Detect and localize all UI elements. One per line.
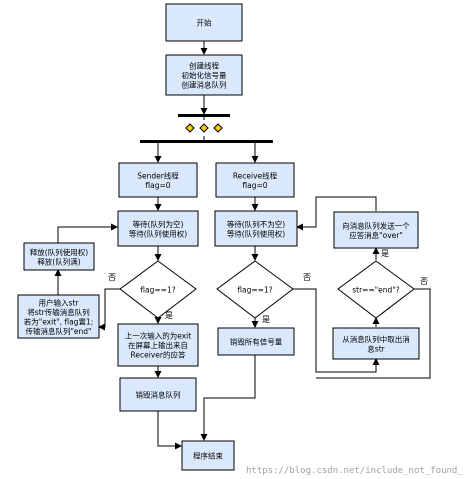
edges [54,41,431,450]
node-line: 传输消息队列"end" [25,326,91,336]
node-start-text: 开始 [197,18,212,28]
node-line: 创建消息队列 [182,80,227,90]
node-take-msg[interactable]: 从消息队列中取出消息str [332,327,420,360]
edge-label-str-no: 否 [420,277,428,286]
edge-str-no-loop [316,288,431,379]
node-line: 销毁所有信号量 [230,337,283,347]
node-line: 等待(队列使用权) [129,228,187,238]
node-line: Sender线程 [137,170,179,180]
sync-dot-3 [213,123,223,133]
edge-label-sender-no: 否 [108,273,116,282]
node-line: 用户输入str [39,297,80,307]
node-sender-cond-text: flag==1? [140,286,175,295]
edge-label-receive-no: 否 [303,273,311,282]
node-create-thread-text: 创建线程初始化信号量创建消息队列 [182,61,227,90]
node-line: 在屏幕上输出来自 [128,340,188,350]
node-line: 从消息队列中取出消 [342,334,410,344]
sync-dot-2 [199,123,209,133]
edge-release-wait [57,223,118,243]
node-send-over[interactable]: 向消息队列发送一个应答消息"over" [333,211,419,249]
node-str-cond[interactable]: str=="end"? [337,260,415,319]
sync-dot-1 [185,123,195,133]
join-bar [178,114,230,117]
node-line: 向消息队列发送一个 [342,220,410,230]
node-end[interactable]: 程序结束 [181,440,235,471]
node-line: 等待(队列使用权) [227,228,285,238]
edge-labels: 否 是 否 是 是 否 [108,249,428,324]
node-receive-cond[interactable]: flag==1? [216,260,294,319]
node-line: Receiver的应答 [131,350,186,360]
node-line: flag=0 [242,181,267,190]
node-receive-destroy-sem[interactable]: 销毁所有信号量 [217,327,295,356]
node-line: flag==1? [237,286,272,295]
edge-destroy-sem-end [200,355,256,441]
node-destroy-queue-text: 销毁消息队列 [136,390,181,400]
node-line: 创建线程 [189,61,219,71]
node-receive-wait[interactable]: 等待(队列不为空)等待(队列使用权) [214,210,298,247]
node-end-text: 程序结束 [193,451,223,461]
node-line: str=="end"? [352,286,400,295]
node-sender-release-text: 释放(队列使用权)释放(队列满) [30,247,88,267]
node-send-over-text: 向消息队列发送一个应答消息"over" [342,220,410,240]
watermark: https://blog.csdn.net/include_not_found_ [246,466,463,476]
node-sender-wait-text: 等待(队列为空)等待(队列使用权) [129,219,187,239]
node-line: 上一次输入的为exit [125,331,192,341]
edge-sender-cond-no [98,288,120,331]
node-create-thread[interactable]: 创建线程初始化信号量创建消息队列 [165,54,243,96]
node-line: Receive线程 [233,170,278,180]
edge-label-receive-yes: 是 [262,315,270,324]
node-receive-wait-text: 等待(队列不为空)等待(队列使用权) [227,219,285,239]
node-take-msg-text: 从消息队列中取出消息str [342,334,410,354]
edge-destroy-queue-end [157,411,182,450]
node-line: 释放(队列满) [37,256,80,266]
node-line: flag==1? [140,286,175,295]
node-line: 息str [367,343,385,353]
node-line: 释放(队列使用权) [30,247,88,257]
node-str-cond-text: str=="end"? [352,286,400,295]
node-receive-cond-text: flag==1? [237,286,272,295]
sync-bars [140,114,273,143]
node-line: 若为"exit", flag置1; [24,316,94,326]
node-line: 程序结束 [193,451,223,461]
edge-label-str-yes: 是 [381,249,389,258]
node-line: 初始化信号量 [182,70,227,80]
node-line: 等待(队列不为空) [227,219,285,229]
node-receive-destroy-sem-text: 销毁所有信号量 [230,337,283,347]
node-line: 等待(队列为空) [133,219,184,229]
node-destroy-queue[interactable]: 销毁消息队列 [119,377,197,412]
node-sender-release[interactable]: 释放(队列使用权)释放(队列满) [23,242,95,271]
node-sender-cond[interactable]: flag==1? [119,260,197,319]
edge-over-loop [296,196,377,231]
node-start[interactable]: 开始 [165,3,243,42]
edge-receive-cond-no [293,288,380,373]
node-line: 开始 [197,18,212,28]
node-line: 应答消息"over" [349,230,403,240]
node-sender-wait[interactable]: 等待(队列为空)等待(队列使用权) [117,210,199,247]
node-line: 将str传输消息队列 [27,307,89,317]
node-line: 销毁消息队列 [136,390,181,400]
fork-bar [140,140,273,143]
node-line: flag=0 [145,181,170,190]
edge-label-sender-yes: 是 [165,311,173,320]
